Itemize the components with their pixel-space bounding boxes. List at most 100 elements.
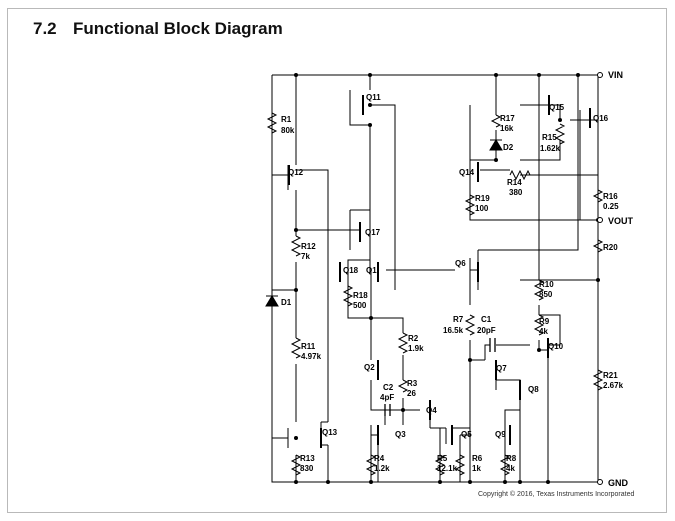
r8-symbol bbox=[499, 454, 511, 476]
pin-markers bbox=[597, 72, 603, 485]
q9-label: Q9 bbox=[495, 430, 506, 439]
junction-dots bbox=[294, 73, 600, 484]
r3-label: R3 bbox=[407, 379, 418, 388]
vout-pin-marker bbox=[597, 217, 603, 223]
r8-value: 4k bbox=[506, 464, 515, 473]
r19-label: R19 bbox=[475, 194, 490, 203]
r12-symbol bbox=[290, 235, 302, 257]
c2-label: C2 bbox=[383, 383, 394, 392]
r18-symbol bbox=[342, 285, 354, 307]
q6-label: Q6 bbox=[455, 259, 466, 268]
vin-label: VIN bbox=[608, 70, 623, 80]
capacitor-symbols bbox=[384, 338, 496, 416]
r1-symbol bbox=[266, 112, 278, 134]
r9-label: R9 bbox=[539, 317, 550, 326]
c2-value: 4pF bbox=[380, 393, 394, 402]
r12-label: R12 bbox=[301, 242, 316, 251]
r7-symbol bbox=[464, 314, 476, 336]
q16-label: Q16 bbox=[593, 114, 609, 123]
c1-symbol bbox=[489, 338, 496, 352]
r21-value: 2.67k bbox=[603, 381, 624, 390]
q13-label: Q13 bbox=[322, 428, 338, 437]
r11-value: 4.97k bbox=[301, 352, 322, 361]
c2-symbol bbox=[384, 404, 391, 416]
r13-value: 830 bbox=[300, 464, 314, 473]
r4-label: R4 bbox=[374, 454, 385, 463]
q7-label: Q7 bbox=[496, 364, 507, 373]
r9-value: 4k bbox=[539, 327, 548, 336]
vout-label: VOUT bbox=[608, 216, 634, 226]
r6-symbol bbox=[454, 454, 466, 476]
r19-symbol bbox=[464, 194, 476, 216]
r8-label: R8 bbox=[506, 454, 517, 463]
r11-label: R11 bbox=[301, 342, 316, 351]
r4-value: 1.2k bbox=[374, 464, 390, 473]
copyright-notice: Copyright © 2016, Texas Instruments Inco… bbox=[478, 491, 635, 498]
q4-label: Q4 bbox=[426, 406, 437, 415]
transistor-symbols bbox=[288, 95, 591, 448]
r15-value: 1.62k bbox=[540, 144, 561, 153]
r16-symbol bbox=[592, 189, 604, 203]
r7-value: 16.5k bbox=[443, 326, 464, 335]
c1-value: 20pF bbox=[477, 326, 496, 335]
r1-value: 80k bbox=[281, 126, 295, 135]
r5-value: 12.1k bbox=[437, 464, 458, 473]
c1-label: C1 bbox=[481, 315, 492, 324]
r21-label: R21 bbox=[603, 371, 618, 380]
q5-label: Q5 bbox=[461, 430, 472, 439]
r17-symbol bbox=[490, 114, 502, 128]
q10-label: Q10 bbox=[548, 342, 564, 351]
d2-label: D2 bbox=[503, 143, 514, 152]
r6-value: 1k bbox=[472, 464, 481, 473]
d1-symbol bbox=[265, 295, 279, 307]
gnd-pin-marker bbox=[597, 479, 603, 485]
r10-symbol bbox=[533, 279, 545, 301]
r7-label: R7 bbox=[453, 315, 464, 324]
section-number: 7.2 bbox=[33, 19, 57, 38]
r5-label: R5 bbox=[437, 454, 448, 463]
r3-value: 26 bbox=[407, 389, 416, 398]
r15-symbol bbox=[554, 123, 566, 145]
r14-symbol bbox=[509, 169, 531, 181]
r2-value: 1.9k bbox=[408, 344, 424, 353]
d2-symbol bbox=[489, 139, 503, 151]
q17-label: Q17 bbox=[365, 228, 381, 237]
r16-value: 0.25 bbox=[603, 202, 619, 211]
q11-label: Q11 bbox=[366, 93, 381, 102]
r18-label: R18 bbox=[353, 291, 368, 300]
q12-label: Q12 bbox=[288, 168, 304, 177]
gnd-label: GND bbox=[608, 478, 629, 488]
r20-label: R20 bbox=[603, 243, 618, 252]
vin-pin-marker bbox=[597, 72, 603, 78]
r6-label: R6 bbox=[472, 454, 483, 463]
q15-label: Q15 bbox=[549, 103, 565, 112]
r14-label: R14 bbox=[507, 178, 522, 187]
r13-symbol bbox=[290, 454, 302, 476]
r14-value: 380 bbox=[509, 188, 523, 197]
r11-symbol bbox=[290, 337, 302, 359]
r17-label: R17 bbox=[500, 114, 515, 123]
q3-label: Q3 bbox=[395, 430, 406, 439]
r10-value: 850 bbox=[539, 290, 553, 299]
diode-symbols bbox=[265, 139, 503, 307]
r15-label: R15 bbox=[542, 133, 557, 142]
r17-value: 16k bbox=[500, 124, 514, 133]
r3-symbol bbox=[397, 379, 409, 393]
q2-label: Q2 bbox=[364, 363, 375, 372]
r18-value: 500 bbox=[353, 301, 367, 310]
q1-label: Q1 bbox=[366, 266, 377, 275]
r13-label: R13 bbox=[300, 454, 315, 463]
r20-symbol bbox=[592, 239, 604, 253]
q18-label: Q18 bbox=[343, 266, 359, 275]
r5-symbol bbox=[434, 454, 446, 476]
d1-label: D1 bbox=[281, 298, 292, 307]
r2-symbol bbox=[397, 332, 409, 354]
q8-label: Q8 bbox=[528, 385, 539, 394]
r1-label: R1 bbox=[281, 115, 292, 124]
q14-label: Q14 bbox=[459, 168, 475, 177]
r10-label: R10 bbox=[539, 280, 554, 289]
r4-symbol bbox=[365, 454, 377, 476]
r12-value: 7k bbox=[301, 252, 310, 261]
